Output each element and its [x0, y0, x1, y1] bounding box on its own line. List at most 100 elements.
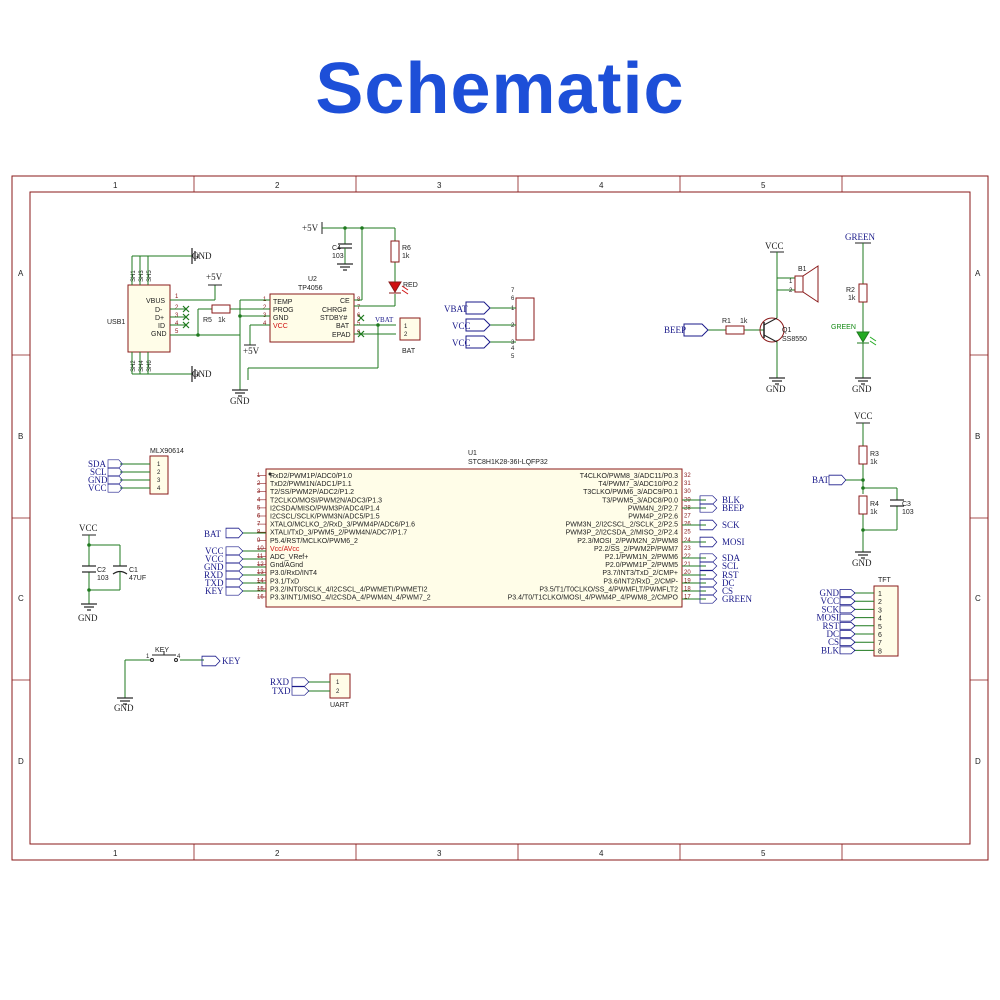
tft-pin-number: 6 — [878, 632, 882, 639]
mcu-pin-label: T4/PWM7_3/ADC10/P0.2 — [598, 481, 678, 488]
mcu-pin-number: 3 — [257, 489, 261, 495]
mcu-net-scl: SCL — [722, 561, 739, 571]
mcu-pin-label: P2.3/MOSI_2/PWM2N_2/PWM8 — [577, 538, 678, 545]
mcu-pin-number: 16 — [257, 595, 264, 601]
key-net-label: KEY — [222, 656, 241, 666]
battery-sense-divider: VCC R3 1k R4 1k C3 103 BAT GND — [812, 411, 914, 568]
mcu-pin-label: P5.4/RST/MCLKO/PWM6_2 — [270, 538, 358, 545]
c1-value: 47UF — [129, 575, 146, 582]
charger-pin-bat: BAT — [336, 323, 350, 330]
mcu-pin-number: 14 — [257, 578, 264, 584]
tft-net-flag — [839, 605, 856, 614]
r3-value: 1k — [870, 459, 878, 466]
c3-value: 103 — [902, 509, 914, 516]
charger-pinnum-4: 4 — [263, 321, 267, 327]
frame-col-3-bottom: 3 — [437, 849, 442, 858]
key-button: KEY 1 4 KEY GND — [114, 647, 241, 713]
mcu-pin-number: 4 — [257, 497, 261, 503]
r5-ref: R5 — [203, 317, 212, 324]
tft-pin-number: 7 — [878, 640, 882, 647]
charger-pin-prog: PROG — [273, 307, 294, 314]
c4-value: 103 — [332, 253, 344, 260]
mlx90614-sensor: MLX90614 SDA SCL GND VCC 1 2 3 4 — [88, 448, 184, 495]
r6-ref: R6 — [402, 245, 411, 252]
charger-ref: U2 — [308, 276, 317, 283]
tft-net-flag — [839, 589, 856, 597]
usb-shield-4: SH4 — [139, 360, 145, 372]
mcu-net-mosi: MOSI — [722, 537, 745, 547]
buzzer-pin-1: 1 — [789, 279, 793, 285]
charger-vbat-label: VBAT — [375, 316, 394, 324]
mcu-pin-label: P2.2/SS_2/PWM2P/PWM7 — [594, 546, 678, 553]
charger-pinnum-5: 5 — [357, 321, 361, 327]
key-gnd-label: GND — [114, 703, 134, 713]
mlx-pin-2: 2 — [157, 470, 161, 476]
mcu-pin-number: 1 — [257, 473, 261, 479]
charger-pin-stdby: STDBY# — [320, 315, 347, 322]
frame-row-d-left: D — [18, 757, 24, 766]
switch-pin-7: 7 — [511, 288, 515, 294]
mcu-net-beep: BEEP — [722, 503, 744, 513]
mcu-pin-label: RxD2/PWM1P/ADC0/P1.0 — [270, 473, 352, 480]
mcu-net-sda: SDA — [722, 553, 741, 563]
buzzer-ref: B1 — [798, 266, 807, 273]
uart-net-txd: TXD — [272, 686, 291, 696]
mcu-pin-label: P3.2/INT0/SCLK_4/I2CSCL_4/PWMETI/PWMETI2 — [270, 586, 428, 593]
bat-pin-1: 1 — [404, 324, 408, 330]
c2-value: 103 — [97, 575, 109, 582]
r3-ref: R3 — [870, 451, 879, 458]
tft-pin-number: 5 — [878, 624, 882, 631]
mcu-pin-label: TxD2/PWM1N/ADC1/P1.1 — [270, 481, 352, 488]
uart-connector: RXD TXD 1 2 UART — [270, 673, 351, 709]
mcu-pin-number: 22 — [684, 554, 691, 560]
usb-ref: USB1 — [107, 319, 125, 326]
sheet-frame: 1 2 3 4 5 1 2 3 4 5 A B C D A B C D — [11, 175, 989, 861]
usb-pin-dplus: D+ — [155, 315, 164, 322]
mcu-pin-number: 5 — [257, 505, 261, 511]
mcu-pin-number: 9 — [257, 538, 261, 544]
mlx-net-sda: SDA — [88, 459, 107, 469]
usb-pin-vbus: VBUS — [146, 298, 165, 305]
frame-row-b-right: B — [975, 432, 980, 441]
frame-row-a-left: A — [18, 269, 24, 278]
mcu-pin-label: PWM4P_2/P2.6 — [628, 514, 678, 521]
mcu-pin-number: 32 — [684, 473, 691, 479]
r1-value: 1k — [740, 318, 748, 325]
bs-vcc-label: VCC — [854, 411, 873, 421]
page-title: Schematic — [315, 49, 685, 129]
mcu-pin-number: 17 — [684, 595, 691, 601]
q1-ref: Q1 — [782, 327, 791, 334]
r2-ref: R2 — [846, 287, 855, 294]
frame-row-a-right: A — [975, 269, 981, 278]
mcu-net-vcc-1: VCC — [205, 546, 224, 556]
usb-shield-6: SH6 — [147, 360, 153, 372]
mcu-pin-label: P3.1/TxD — [270, 578, 299, 585]
mcu-pin-label: Vcc/AVcc — [270, 546, 300, 553]
usb-pinnum-4: 4 — [175, 321, 179, 327]
mcu-pin-label: P3.5/T1/T0CLKO/SS_4/PWMFLT/PWMFLT2 — [539, 586, 678, 593]
charger-part: TP4056 — [298, 285, 323, 292]
mcu-pin-number: 31 — [684, 481, 691, 487]
mcu-pin-number: 18 — [684, 586, 691, 592]
charger-pinnum-9: 9 — [357, 330, 361, 336]
tft-pin-number: 1 — [878, 591, 882, 598]
mcu-pin-label: Gnd/AGnd — [270, 562, 303, 569]
charger-5v-top-label: +5V — [302, 223, 319, 233]
tft-net-label: CS — [828, 637, 839, 647]
charger-pin-vcc: VCC — [273, 323, 288, 330]
tft-net-label: GND — [820, 588, 840, 598]
mcu-u1: U1 STC8H1K28-36I-LQFP32 RxD2/PWM1P/ADC0/… — [204, 450, 752, 608]
charger-pin-gnd: GND — [273, 315, 289, 322]
buzzer-vcc-label: VCC — [765, 241, 784, 251]
mcu-pin-number: 11 — [257, 554, 264, 560]
usb-gnd-bottom-label: GND — [192, 369, 212, 379]
mcu-pin-number: 23 — [684, 546, 691, 552]
mlx-net-gnd: GND — [88, 475, 108, 485]
switch-pin-4: 4 — [511, 346, 515, 352]
mcu-pin-number: 7 — [257, 522, 261, 528]
mcu-pin-label: I2CSDA/MISO/PWM3P/ADC4/P1.4 — [270, 505, 380, 512]
mcu-pin-label: T2CLKO/MOSI/PWM2N/ADC3/P1.3 — [270, 497, 382, 504]
switch-pin-2: 2 — [511, 323, 515, 329]
mlx-net-scl: SCL — [90, 467, 107, 477]
